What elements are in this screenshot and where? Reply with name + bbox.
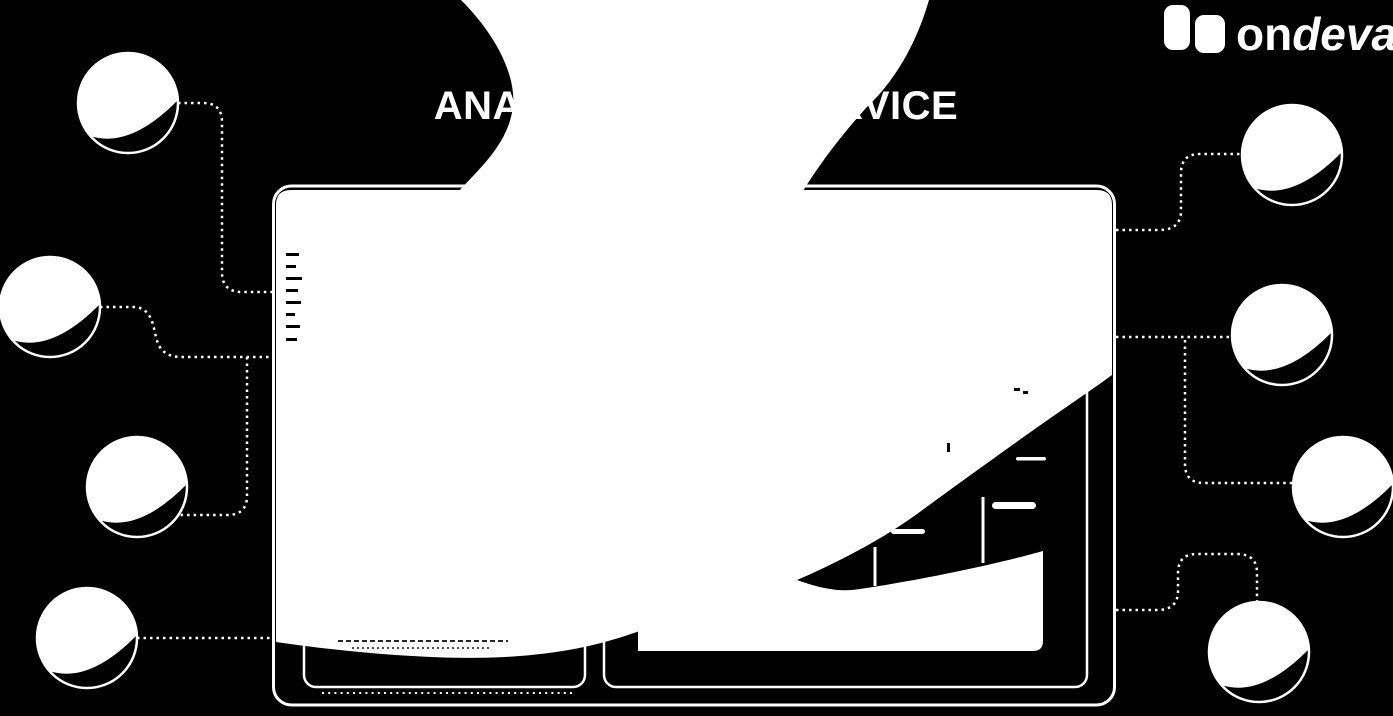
sidebar-text-lines: [286, 253, 302, 341]
sphere-node-right-2: [1230, 283, 1334, 387]
chart-callout-dash-3: [1016, 457, 1046, 461]
chart-label-speck-1: [1014, 388, 1020, 391]
sphere-node-right-1: [1240, 103, 1344, 207]
chart-callout-dash-1: [891, 529, 925, 534]
connectors-left: [100, 101, 272, 640]
chart-callout-dash-2: [992, 502, 1036, 509]
logo-wordmark: ondeva: [1236, 8, 1393, 60]
blob-top-cap: [459, 0, 929, 191]
sphere-node-left-2: [0, 255, 102, 359]
chart-label-speck-2: [1023, 391, 1028, 394]
sphere-node-left-1: [76, 51, 180, 155]
chart-tick-mark: [947, 443, 950, 452]
connector-right-1: [1116, 152, 1243, 232]
connector-right-3: [1183, 340, 1294, 485]
mockup-fine-details: [286, 253, 1028, 649]
area-chart-fill: [638, 551, 1043, 651]
sphere-node-left-4: [35, 586, 139, 690]
sphere-node-left-3: [85, 435, 189, 539]
connector-left-1: [178, 101, 272, 294]
chart-markers: [873, 457, 1046, 586]
sphere-node-right-3: [1291, 435, 1393, 539]
logo-bar-left-icon: [1164, 5, 1190, 50]
connectors-right: [1116, 152, 1294, 612]
connector-left-3: [180, 357, 249, 517]
logo-bar-right-icon: [1195, 15, 1225, 53]
brand-logo: ondeva: [1164, 5, 1393, 60]
content-highlight-blob: [276, 190, 1112, 658]
sphere-node-right-4: [1207, 600, 1311, 704]
